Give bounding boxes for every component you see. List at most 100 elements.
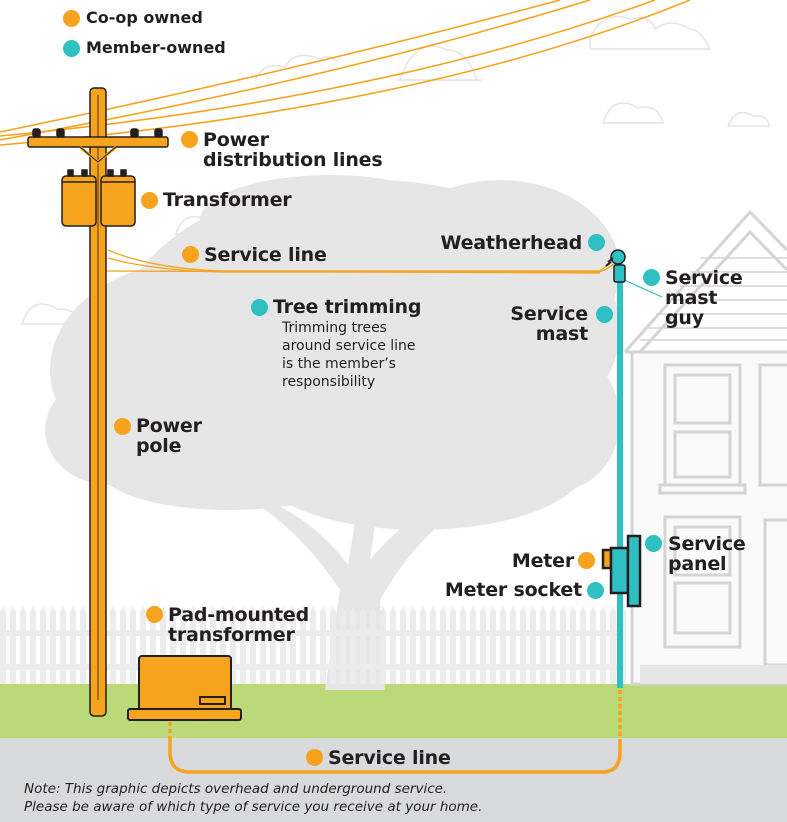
meter-dot: [578, 552, 595, 569]
label-line: Service: [665, 267, 743, 289]
service-mast-label: Service mast: [480, 304, 588, 344]
label-line: Service: [668, 533, 746, 555]
fence-picket: [310, 606, 316, 684]
service-line-overhead-label: Service line: [204, 244, 327, 266]
fence-picket: [440, 606, 446, 684]
label-line: panel: [668, 553, 727, 575]
weatherhead-icon: [605, 249, 626, 283]
fence-picket: [40, 606, 46, 684]
service-line-overhead: [105, 249, 615, 274]
cloud-icon: [601, 102, 664, 124]
fence-picket: [600, 606, 606, 684]
service-mast-guy-dot: [643, 269, 660, 286]
underground-area: [0, 738, 787, 822]
pad-mounted-transformer-label: Pad-mounted transformer: [168, 605, 309, 645]
fence-picket: [340, 606, 346, 684]
fence-rail: [0, 664, 625, 670]
fence-picket: [380, 606, 386, 684]
label-line: distribution lines: [203, 149, 383, 171]
fence-picket: [110, 606, 116, 684]
cloud-icon: [726, 111, 770, 127]
fence-picket: [490, 606, 496, 684]
power-pole-label: Power pole: [136, 416, 202, 456]
desc-line: around service line: [282, 338, 416, 354]
label-line: pole: [136, 435, 182, 457]
power-pole: [27, 87, 169, 717]
service-mast: [605, 249, 663, 688]
fence-picket: [570, 606, 576, 684]
service-line-overhead-dot: [182, 246, 199, 263]
weatherhead-label: Weatherhead: [440, 232, 583, 254]
cloud-icon: [589, 15, 712, 50]
fence-picket: [130, 606, 136, 684]
service-line-underground-label: Service line: [328, 747, 451, 769]
fence-picket: [30, 606, 36, 684]
fence-picket: [70, 606, 76, 684]
label-line: mast: [535, 323, 588, 345]
fence-picket: [10, 606, 16, 684]
transformer-dot: [141, 192, 158, 209]
label-line: Power: [203, 129, 269, 151]
power-pole-dot: [114, 418, 131, 435]
desc-line: is the member’s: [282, 356, 396, 372]
tree-trimming-description: Trimming trees around service line is th…: [282, 319, 416, 391]
fence-picket: [430, 606, 436, 684]
fence-picket: [420, 606, 426, 684]
fence-picket: [510, 606, 516, 684]
footnote-line: Note: This graphic depicts overhead and …: [24, 781, 448, 797]
meter-socket-label: Meter socket: [444, 579, 582, 601]
fence-picket: [360, 606, 366, 684]
legend-member-dot: [63, 40, 80, 57]
weatherhead-dot: [588, 234, 605, 251]
fence-picket: [470, 606, 476, 684]
fence-rail: [0, 630, 625, 636]
transformer-icon: [61, 169, 136, 227]
fence-picket: [520, 606, 526, 684]
service-panel-dot: [645, 535, 662, 552]
service-mast-guy-wire: [623, 279, 663, 298]
fence-picket: [530, 606, 536, 684]
fence-picket: [60, 606, 66, 684]
fence-picket: [540, 606, 546, 684]
fence-picket: [50, 606, 56, 684]
pad-mounted-transformer-icon: [127, 655, 242, 721]
power-distribution-lines-label: Power distribution lines: [203, 129, 383, 171]
meter-socket-dot: [587, 582, 604, 599]
fence-picket: [390, 606, 396, 684]
fence-picket: [550, 606, 556, 684]
legend-member-label: Member-owned: [86, 38, 226, 57]
tree-trimming-dot: [251, 299, 268, 316]
label-line: Power: [136, 415, 202, 437]
fence-picket: [0, 606, 6, 684]
cloud-icon: [254, 54, 339, 82]
fence-picket: [500, 606, 506, 684]
fence-picket: [610, 606, 616, 684]
label-line: mast: [665, 287, 718, 309]
meter-assembly: [601, 534, 642, 608]
fence-picket: [580, 606, 586, 684]
fence-picket: [80, 606, 86, 684]
service-mast-guy-label: Service mast guy: [665, 268, 743, 328]
fence-picket: [370, 606, 376, 684]
house: [623, 209, 787, 686]
fence-picket: [450, 606, 456, 684]
label-line: Service: [510, 303, 588, 325]
tree-trimming-title: Tree trimming: [273, 296, 422, 318]
service-panel-icon: [626, 534, 642, 608]
fence-picket: [480, 606, 486, 684]
fence-picket: [460, 606, 466, 684]
meter-socket-icon: [609, 546, 630, 595]
power-distribution-lines-dot: [181, 131, 198, 148]
fence-picket: [330, 606, 336, 684]
transformer-label: Transformer: [163, 189, 292, 211]
legend-coop-label: Co-op owned: [86, 8, 203, 27]
pad-mounted-transformer-dot: [146, 606, 163, 623]
legend-coop-dot: [63, 10, 80, 27]
fence-picket: [350, 606, 356, 684]
fence-picket: [560, 606, 566, 684]
footnote-line: Please be aware of which type of service…: [24, 799, 483, 815]
label-line: Pad-mounted: [168, 604, 309, 626]
desc-line: responsibility: [282, 374, 376, 390]
service-mast-dot: [596, 306, 613, 323]
